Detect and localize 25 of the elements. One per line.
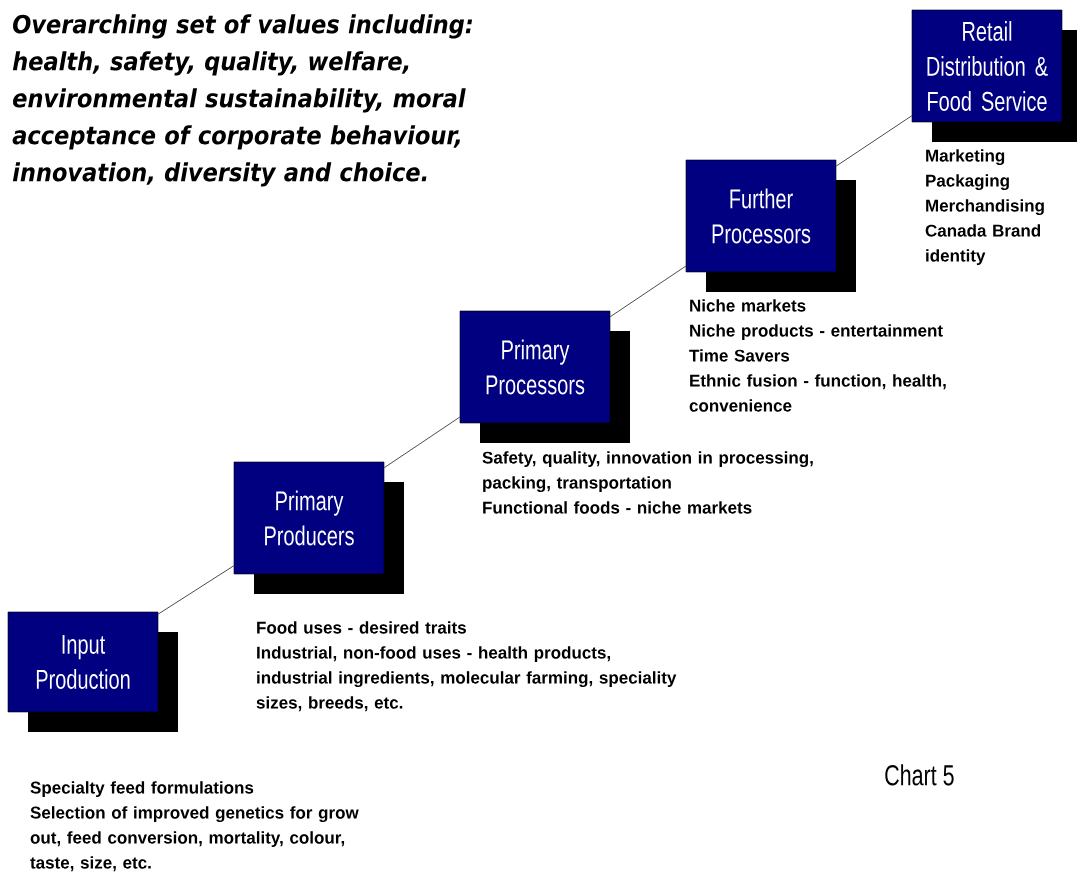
connector-line bbox=[609, 265, 687, 318]
connector-line bbox=[835, 115, 913, 167]
description-text: Merchandising bbox=[926, 199, 1044, 216]
description-text: Ethnic fusion - function, health, convenience bbox=[689, 374, 946, 412]
description-text: Selection of improved genetics for grow out, feed conversion, mortality, colour, taste, size, etc. bbox=[30, 806, 359, 872]
description-text: Safety, quality, innovation in processing, packing, transportation bbox=[482, 451, 813, 493]
process-box: Further Processors bbox=[685, 159, 856, 292]
caption: Chart 5 bbox=[885, 764, 954, 786]
description-text: Niche products - entertainment bbox=[690, 324, 943, 341]
description-text: Food uses - desired traits bbox=[257, 621, 466, 634]
description-text: Niche markets bbox=[690, 299, 806, 312]
process-box: Input Production bbox=[7, 611, 178, 732]
description-text: Canada Brand identity bbox=[925, 224, 1041, 266]
process-box: Primary Processors bbox=[459, 310, 630, 443]
description-text: Industrial, non-food uses - health products, industrial ingredients, molecular farming, speciality sizes, breeds, etc. bbox=[256, 646, 677, 712]
description-text: Time Savers bbox=[689, 349, 790, 362]
description-text: Packaging bbox=[926, 174, 1009, 191]
description-text: Marketing bbox=[926, 149, 1005, 166]
heading: Overarching set of values including: health, safety, quality, welfare, environmental sustainability, moral acceptance of corporate behaviour, innovation, diversity and choice. bbox=[12, 14, 473, 187]
connector-line bbox=[383, 416, 461, 469]
description-text: Specialty feed formulations bbox=[30, 781, 254, 798]
process-box: Retail Distribution & Food Service bbox=[911, 9, 1077, 142]
process-box: Primary Producers bbox=[233, 461, 404, 594]
description-text: Functional foods - niche markets bbox=[483, 501, 752, 514]
connector-line bbox=[157, 565, 235, 615]
